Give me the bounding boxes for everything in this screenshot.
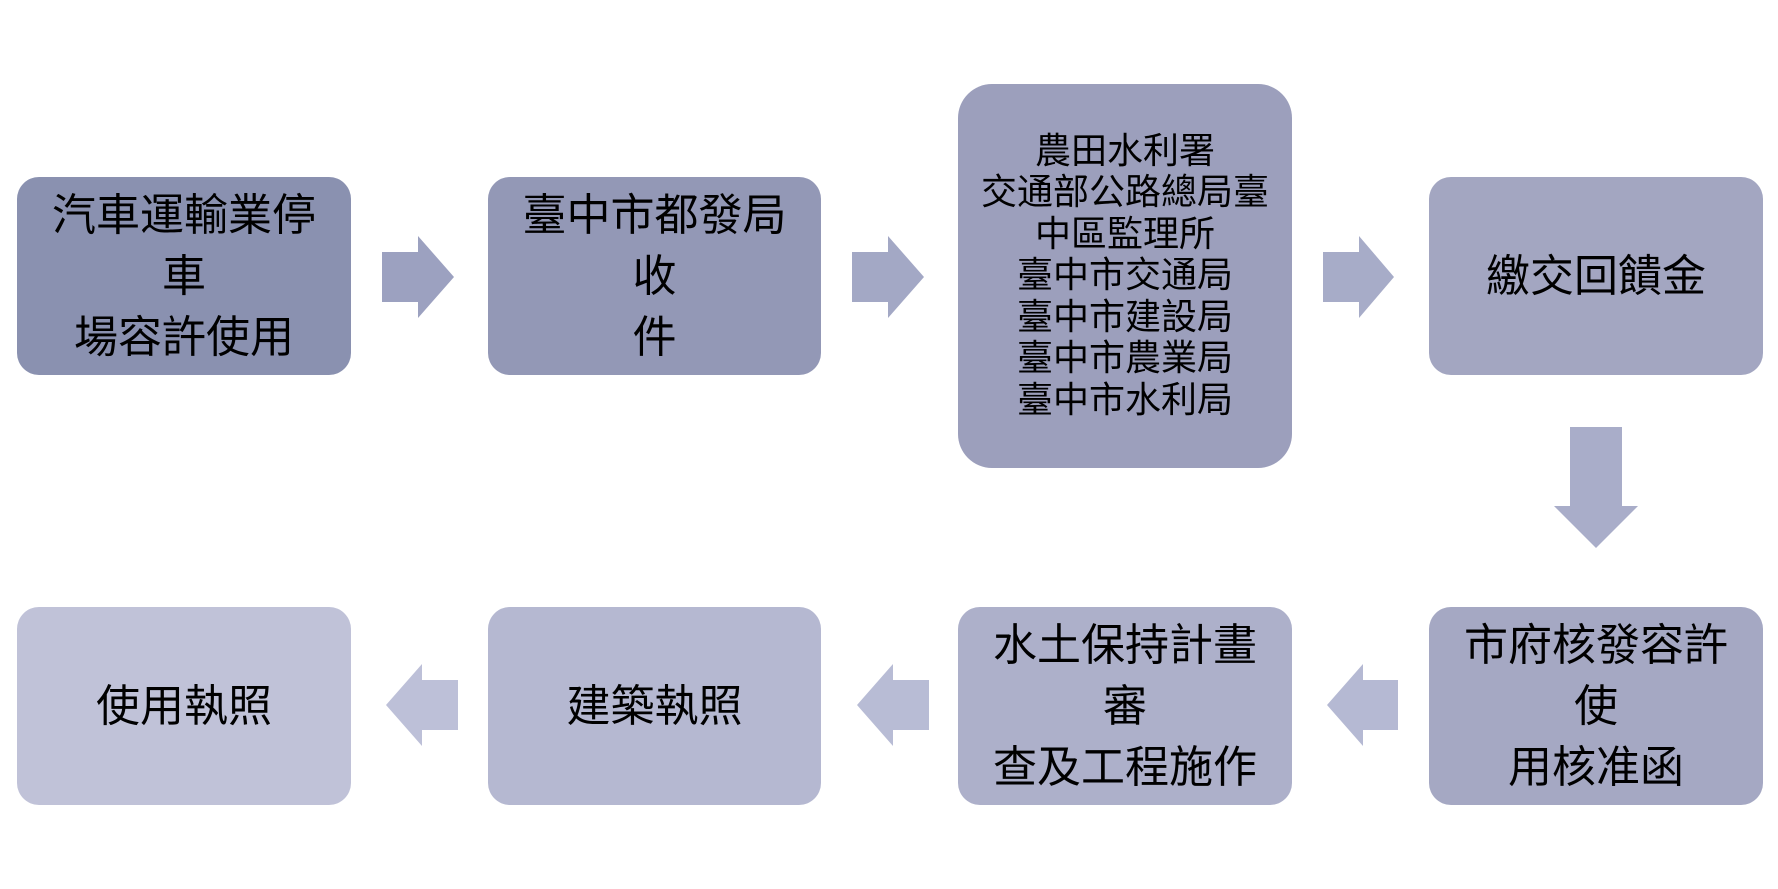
step-label-5: 市府核發容許使 用核准函 [1464,619,1728,793]
arrow-left-icon [386,664,458,746]
arrow-down-icon [1554,427,1638,548]
arrow-shape [852,236,924,318]
step-box-6: 水土保持計畫審 查及工程施作 [958,607,1292,805]
step-box-1: 汽車運輸業停車 場容許使用 [17,177,351,375]
step-box-8: 使用執照 [17,607,351,805]
arrow-shape [1327,664,1398,746]
arrow-shape [382,236,454,318]
arrow-left-icon [1327,664,1398,746]
arrow-shape [386,664,458,746]
step-box-3: 農田水利署 交通部公路總局臺 中區監理所 臺中市交通局 臺中市建設局 臺中市農業… [958,84,1292,468]
arrow-right-icon [382,236,454,318]
step-label-8: 使用執照 [96,680,272,732]
arrow-shape [1323,236,1394,318]
arrow-left-icon [857,664,929,746]
step-label-3: 農田水利署 交通部公路總局臺 中區監理所 臺中市交通局 臺中市建設局 臺中市農業… [980,130,1269,421]
step-box-4: 繳交回饋金 [1429,177,1763,375]
step-box-2: 臺中市都發局收 件 [488,177,821,375]
arrow-right-icon [852,236,924,318]
step-label-2: 臺中市都發局收 件 [522,189,787,363]
arrow-right-icon [1323,236,1394,318]
step-box-7: 建築執照 [488,607,821,805]
step-box-5: 市府核發容許使 用核准函 [1429,607,1763,805]
arrow-shape [857,664,929,746]
step-label-7: 建築執照 [566,680,743,732]
step-label-4: 繳交回饋金 [1486,250,1706,302]
step-label-6: 水土保持計畫審 查及工程施作 [993,619,1257,793]
arrow-shape [1554,427,1638,548]
step-label-1: 汽車運輸業停車 場容許使用 [52,189,316,363]
